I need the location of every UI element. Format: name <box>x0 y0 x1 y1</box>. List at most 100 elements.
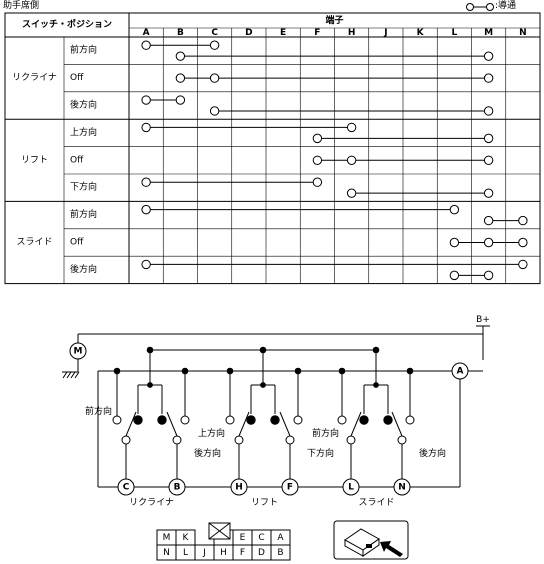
continuity-node <box>483 106 494 116</box>
motor-label: M <box>74 347 83 357</box>
position-label: 前方向 <box>70 208 97 220</box>
connector-pin-label: L <box>183 548 188 558</box>
junction-dot <box>113 367 121 375</box>
terminal-header: E <box>280 28 286 38</box>
junction-dot <box>146 346 154 354</box>
continuity-node <box>449 270 460 281</box>
terminal-a-label: A <box>457 367 464 377</box>
terminal-header: A <box>143 28 150 38</box>
connector-cell <box>175 529 196 546</box>
icon-frame <box>333 520 409 560</box>
switch-contact <box>246 415 256 425</box>
switch-contact <box>359 415 369 425</box>
switch-blade <box>279 411 291 437</box>
connector-pin-label: M <box>163 533 171 543</box>
continuity-node <box>209 106 220 116</box>
terminal-header: M <box>484 28 493 38</box>
connector-pin-label: E <box>240 533 246 543</box>
continuity-node <box>518 215 528 226</box>
terminal-header: J <box>383 28 387 38</box>
terminal-circle <box>168 478 186 496</box>
position-label: Off <box>70 155 84 165</box>
continuity-node <box>141 95 151 105</box>
position-label: Off <box>70 73 84 83</box>
header-switch-position: スイッチ・ポジション <box>22 18 112 30</box>
junction-dot <box>226 367 234 375</box>
position-label: 上方向 <box>70 126 97 138</box>
continuity-node <box>483 133 494 144</box>
position-label: 後方向 <box>70 99 97 111</box>
continuity-node <box>483 188 494 198</box>
terminal-header: D <box>245 28 252 38</box>
continuity-node <box>175 73 186 83</box>
terminal-header: N <box>519 28 527 38</box>
connector-pin-label: J <box>202 548 206 558</box>
icon-connector-pin <box>366 544 372 548</box>
switch-contact <box>180 415 190 425</box>
junction-dot <box>181 367 189 375</box>
group-label: リフト <box>21 155 48 165</box>
continuity-node <box>518 237 528 248</box>
junction-dot <box>260 382 266 388</box>
junction-dot <box>338 367 346 375</box>
group-label: リクライナ <box>12 72 57 83</box>
ground-hatch <box>62 371 68 379</box>
terminal-circle <box>230 478 248 496</box>
junction-dot <box>406 367 414 375</box>
switch-contact <box>225 415 235 425</box>
continuity-node <box>483 237 494 248</box>
continuity-symbol <box>466 3 494 11</box>
junction-dot <box>294 367 302 375</box>
switch-contact <box>405 415 415 425</box>
switch-direction-label: 前方向 <box>312 427 339 439</box>
switch-blade <box>391 411 403 437</box>
terminal-header: K <box>417 28 425 38</box>
junction-dot <box>147 382 153 388</box>
ground-hatch <box>74 371 80 379</box>
continuity-node <box>483 215 494 226</box>
connector-pin-label: A <box>277 533 284 543</box>
icon-view-arrow <box>380 541 403 557</box>
continuity-node <box>346 155 357 166</box>
position-label: 後方向 <box>70 263 97 275</box>
switch-blade <box>166 411 178 437</box>
continuity-node <box>141 177 151 187</box>
continuity-node <box>483 155 494 166</box>
switch-contact <box>383 415 393 425</box>
connector-view-icon <box>333 520 409 560</box>
switch-pivot <box>172 435 182 445</box>
continuity-node <box>141 122 151 133</box>
continuity-node <box>483 51 494 61</box>
switch-contact <box>112 415 122 425</box>
switch-pivot <box>121 435 131 445</box>
connector-latch-cross <box>208 522 231 540</box>
header-terminal: 端子 <box>325 14 343 26</box>
terminal-label: F <box>287 483 293 493</box>
section-label: スライド <box>358 497 394 508</box>
switch-contact <box>337 415 347 425</box>
connector-pin-label: F <box>240 548 245 558</box>
switch-contact <box>157 415 167 425</box>
switch-direction-label: 下方向 <box>307 447 334 459</box>
connector-pin-label: H <box>220 548 227 558</box>
group-label: スライド <box>16 237 52 248</box>
continuity-node <box>483 73 494 83</box>
terminal-label: N <box>398 483 406 493</box>
table-frame <box>4 12 541 285</box>
continuity-node <box>209 40 220 50</box>
continuity-node <box>141 40 151 50</box>
switch-pivot <box>285 435 295 445</box>
connector-pin-label: K <box>183 533 190 543</box>
terminal-label: B <box>174 483 181 493</box>
terminal-header: F <box>314 28 320 38</box>
junction-dot <box>259 346 267 354</box>
terminal-header: L <box>452 28 458 38</box>
junction-dot <box>373 382 379 388</box>
junction-dot <box>372 346 380 354</box>
terminal-circle <box>393 478 411 496</box>
continuity-node <box>449 204 460 215</box>
switch-pivot <box>397 435 407 445</box>
